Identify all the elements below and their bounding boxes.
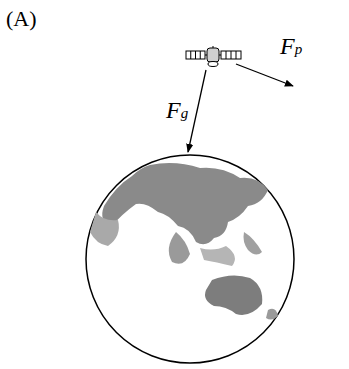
gravity-arrow bbox=[188, 70, 206, 152]
force-arrow bbox=[236, 64, 293, 86]
satellite bbox=[186, 46, 241, 67]
earth bbox=[86, 155, 294, 363]
force-symbol: Fp bbox=[280, 34, 302, 58]
force-symbol: Fg bbox=[166, 98, 188, 122]
panel-letter: (A) bbox=[6, 8, 37, 30]
